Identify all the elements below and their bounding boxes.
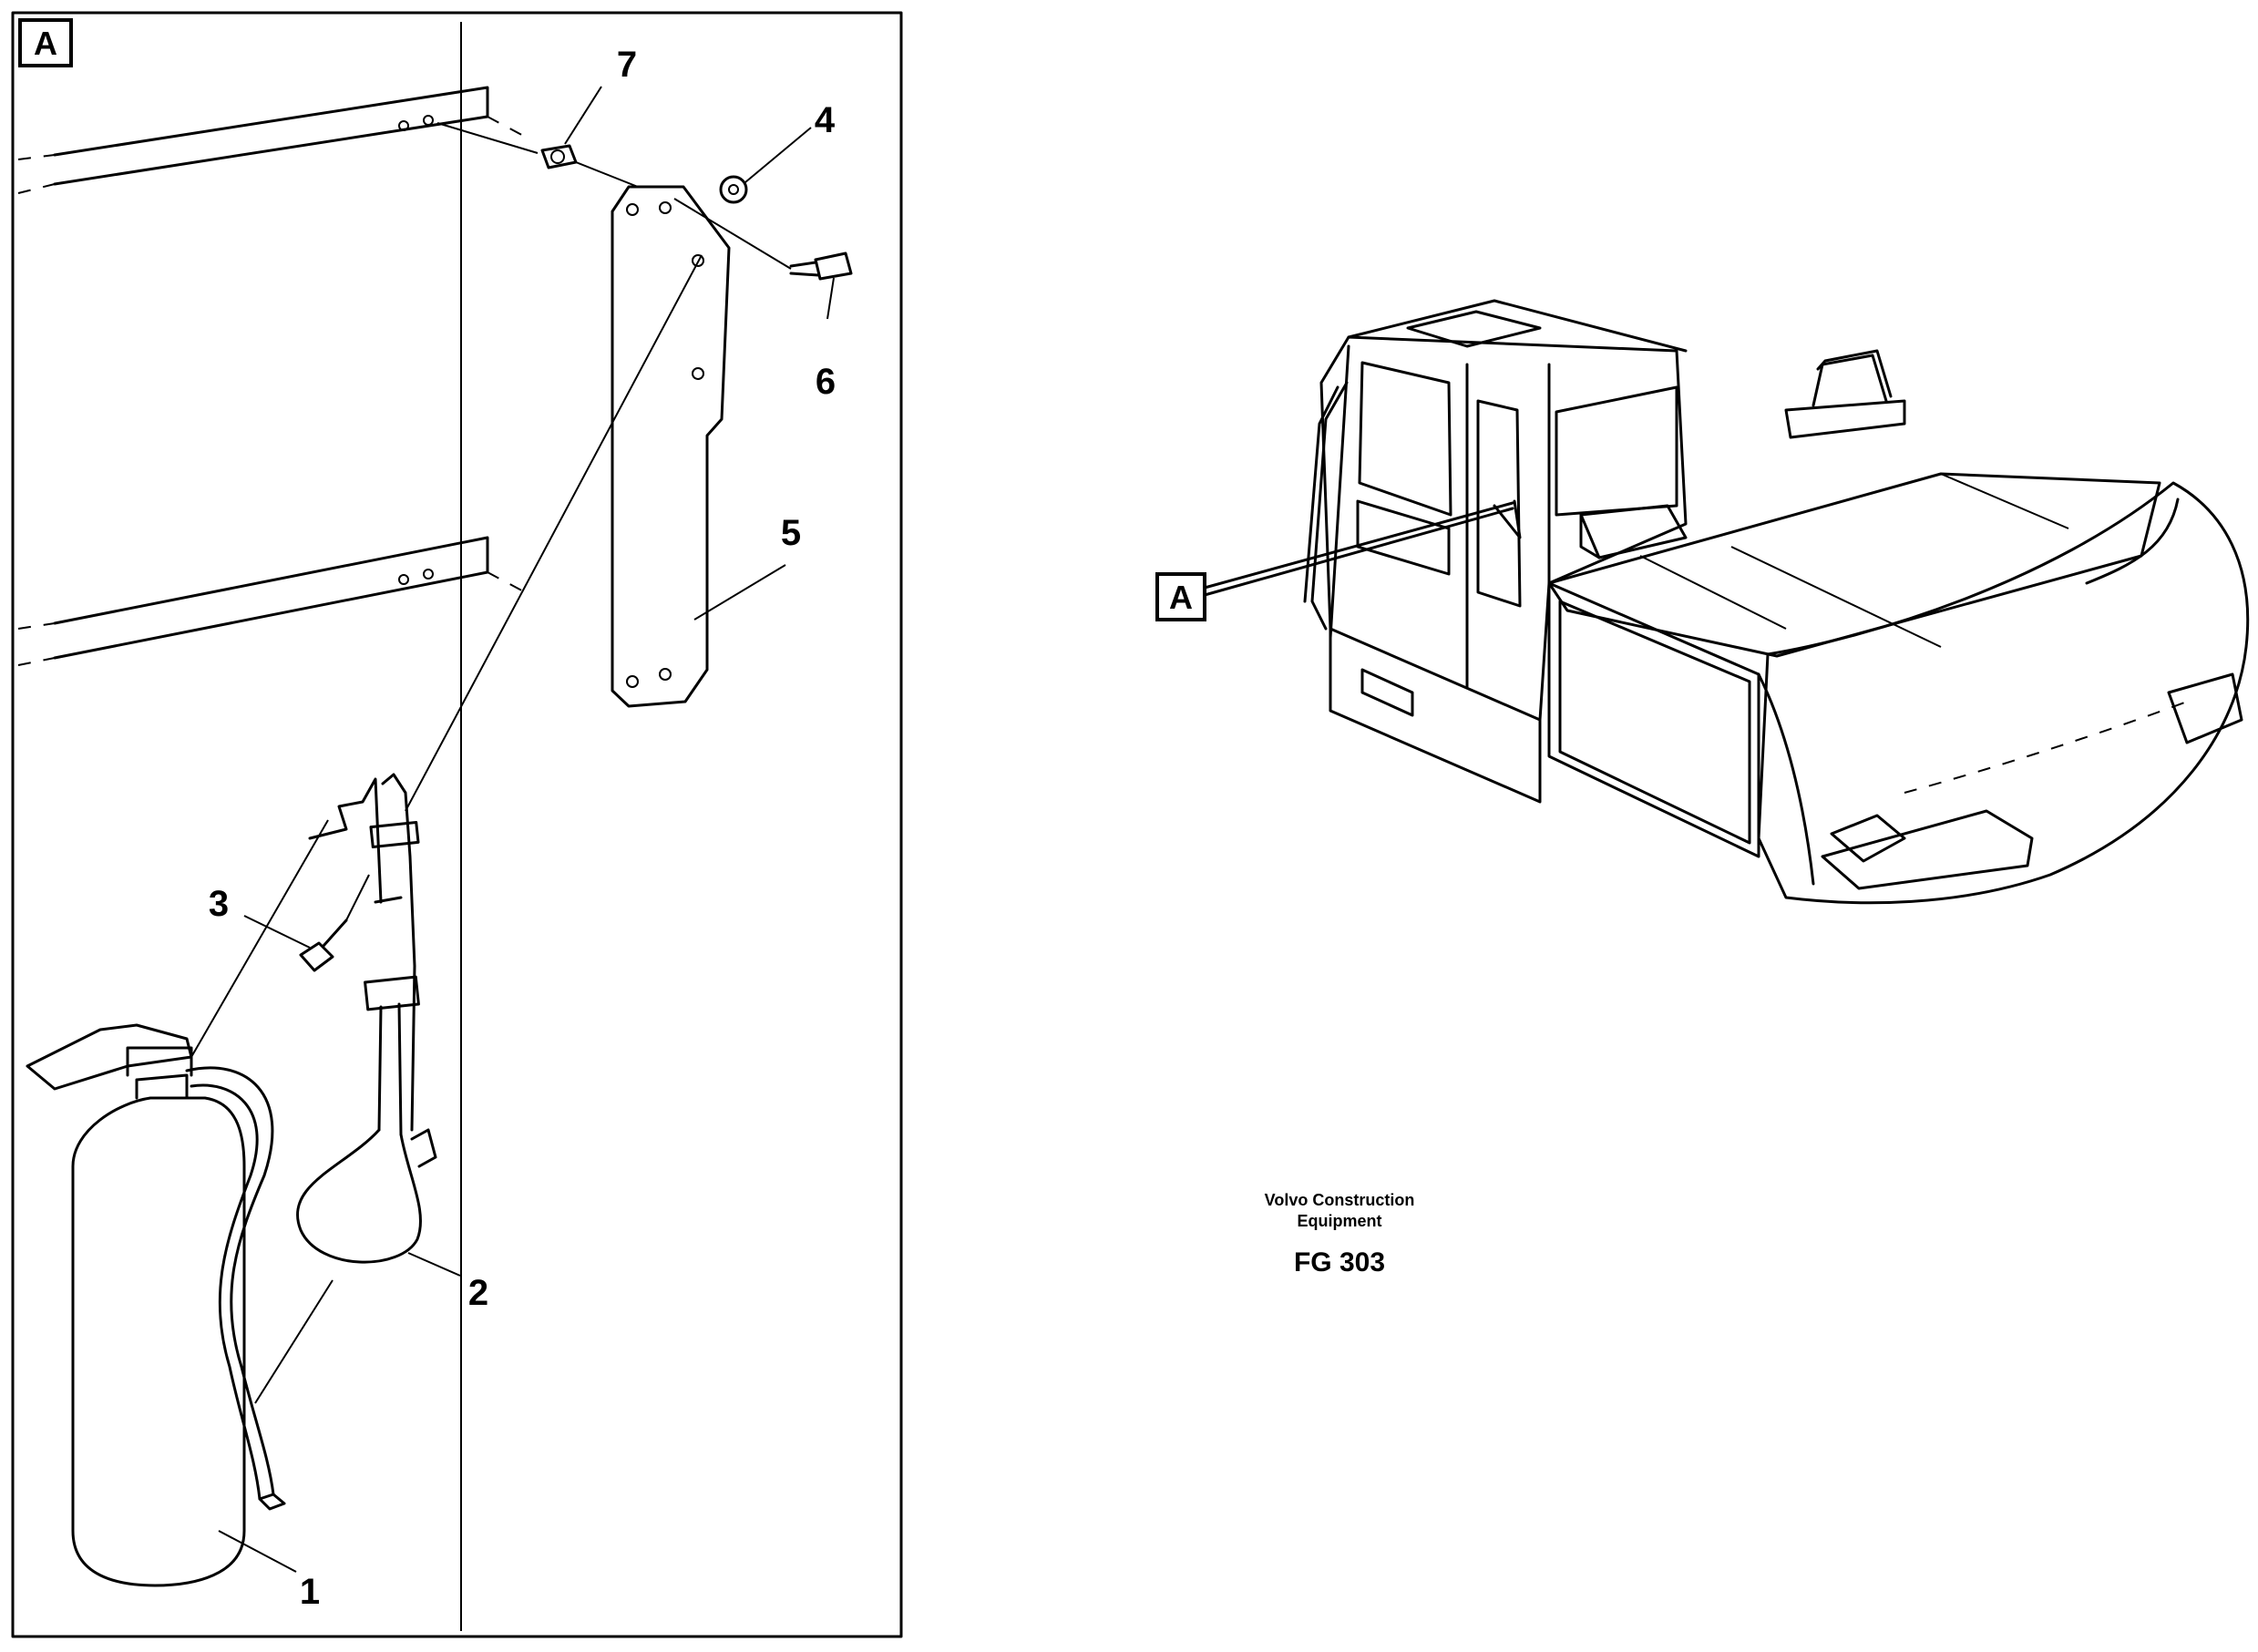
cab-lower-window: [1356, 499, 1451, 576]
bracket-plate: [611, 185, 731, 708]
callout-6: 6: [816, 362, 836, 402]
nut: [540, 144, 578, 169]
callout-5: 5: [781, 513, 801, 553]
callout-3: 3: [209, 884, 229, 924]
screw-6: [789, 251, 853, 281]
fire-extinguisher: [26, 819, 334, 1587]
side-door: [1547, 581, 1760, 858]
cab-front-window: [1358, 361, 1452, 517]
washer: [719, 175, 748, 204]
operator-cab: [1319, 335, 1688, 722]
callout-4: 4: [815, 100, 836, 140]
credit-block: Volvo Construction Equipment FG 303: [1265, 1191, 1415, 1277]
callout-7: 7: [617, 45, 637, 85]
credit-line-1: Volvo Construction: [1265, 1191, 1415, 1209]
callout-1: 1: [300, 1572, 320, 1612]
credit-line-2: Equipment: [1298, 1212, 1382, 1230]
detail-view-label: A: [34, 25, 57, 62]
extinguisher-holder: [296, 254, 703, 1264]
cab-wall-frame: [17, 22, 529, 1631]
cab-side-window: [1555, 385, 1678, 517]
excavator-overview: A: [1155, 299, 2250, 905]
detail-view-a: A: [11, 11, 903, 1638]
detail-frame: [11, 11, 903, 1638]
overview-view-label-box: [1155, 572, 1206, 621]
counterweight: [1757, 481, 2250, 905]
screw-3: [299, 874, 370, 972]
overview-view-label: A: [1169, 579, 1193, 616]
engine-hood: [1547, 472, 2161, 658]
detail-view-label-box: [18, 18, 73, 67]
figure-code: FG 303: [1294, 1247, 1385, 1277]
callout-2: 2: [468, 1273, 488, 1313]
cab-door-window: [1476, 399, 1522, 608]
